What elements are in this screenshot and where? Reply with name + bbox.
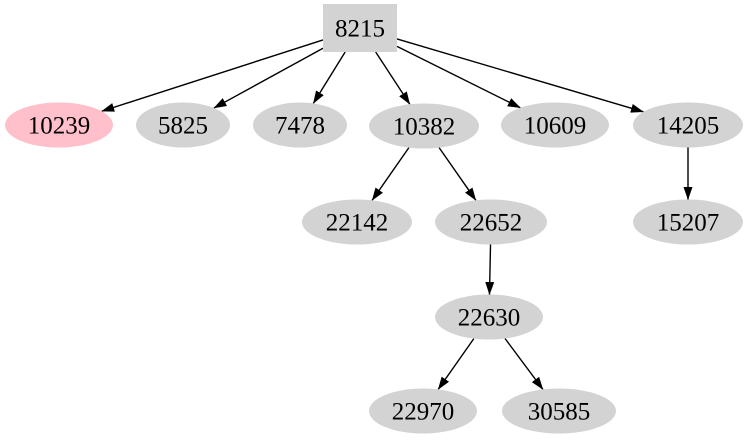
edge-8215-14205 xyxy=(396,38,644,113)
node-label: 15207 xyxy=(657,210,720,237)
node-ellipse-shape xyxy=(501,102,609,148)
node-5825: 5825 xyxy=(136,102,230,148)
node-label: 22652 xyxy=(460,210,523,237)
node-label: 10239 xyxy=(28,113,91,140)
edge-22652-22630 xyxy=(485,244,495,296)
node-ellipse-shape xyxy=(633,102,743,148)
node-22652: 22652 xyxy=(435,199,547,245)
node-label: 14205 xyxy=(657,113,720,140)
edge-8215-10239 xyxy=(101,39,324,112)
node-label: 8215 xyxy=(335,16,385,43)
edge-10382-22142 xyxy=(371,147,410,201)
node-label: 22142 xyxy=(326,210,389,237)
node-label: 10382 xyxy=(393,114,456,141)
edge-22630-30585 xyxy=(504,338,544,390)
node-ellipse-shape xyxy=(633,199,743,245)
node-label: 7478 xyxy=(275,113,325,140)
node-ellipse-shape xyxy=(435,199,547,245)
edge-8215-10382 xyxy=(375,51,411,105)
node-22970: 22970 xyxy=(369,388,477,434)
node-22630: 22630 xyxy=(435,294,543,340)
node-box-shape xyxy=(323,4,397,52)
node-label: 22630 xyxy=(458,305,521,332)
nodes-layer: 8215 10239 5825 7478 10382 10609 14205 22142 226… xyxy=(5,4,743,434)
node-label: 22970 xyxy=(392,399,455,426)
node-30585: 30585 xyxy=(502,388,616,434)
node-ellipse-shape xyxy=(5,102,113,148)
node-15207: 15207 xyxy=(633,199,743,245)
node-22142: 22142 xyxy=(302,199,412,245)
edge-8215-5825 xyxy=(213,47,324,109)
node-8215: 8215 xyxy=(323,4,397,52)
node-10239: 10239 xyxy=(5,102,113,148)
node-ellipse-shape xyxy=(369,103,479,149)
node-label: 30585 xyxy=(528,399,591,426)
node-ellipse-shape xyxy=(302,199,412,245)
node-7478: 7478 xyxy=(253,102,347,148)
node-ellipse-shape xyxy=(253,102,347,148)
edge-10382-22652 xyxy=(438,147,477,201)
node-label: 10609 xyxy=(524,113,587,140)
edge-8215-10609 xyxy=(396,45,521,109)
node-ellipse-shape xyxy=(369,388,477,434)
node-label: 5825 xyxy=(158,113,208,140)
edge-8215-7478 xyxy=(312,51,346,104)
node-ellipse-shape xyxy=(502,388,616,434)
node-10382: 10382 xyxy=(369,103,479,149)
node-ellipse-shape xyxy=(136,102,230,148)
node-10609: 10609 xyxy=(501,102,609,148)
edges-layer xyxy=(101,38,693,390)
node-ellipse-shape xyxy=(435,294,543,340)
edge-22630-22970 xyxy=(437,338,475,390)
node-14205: 14205 xyxy=(633,102,743,148)
